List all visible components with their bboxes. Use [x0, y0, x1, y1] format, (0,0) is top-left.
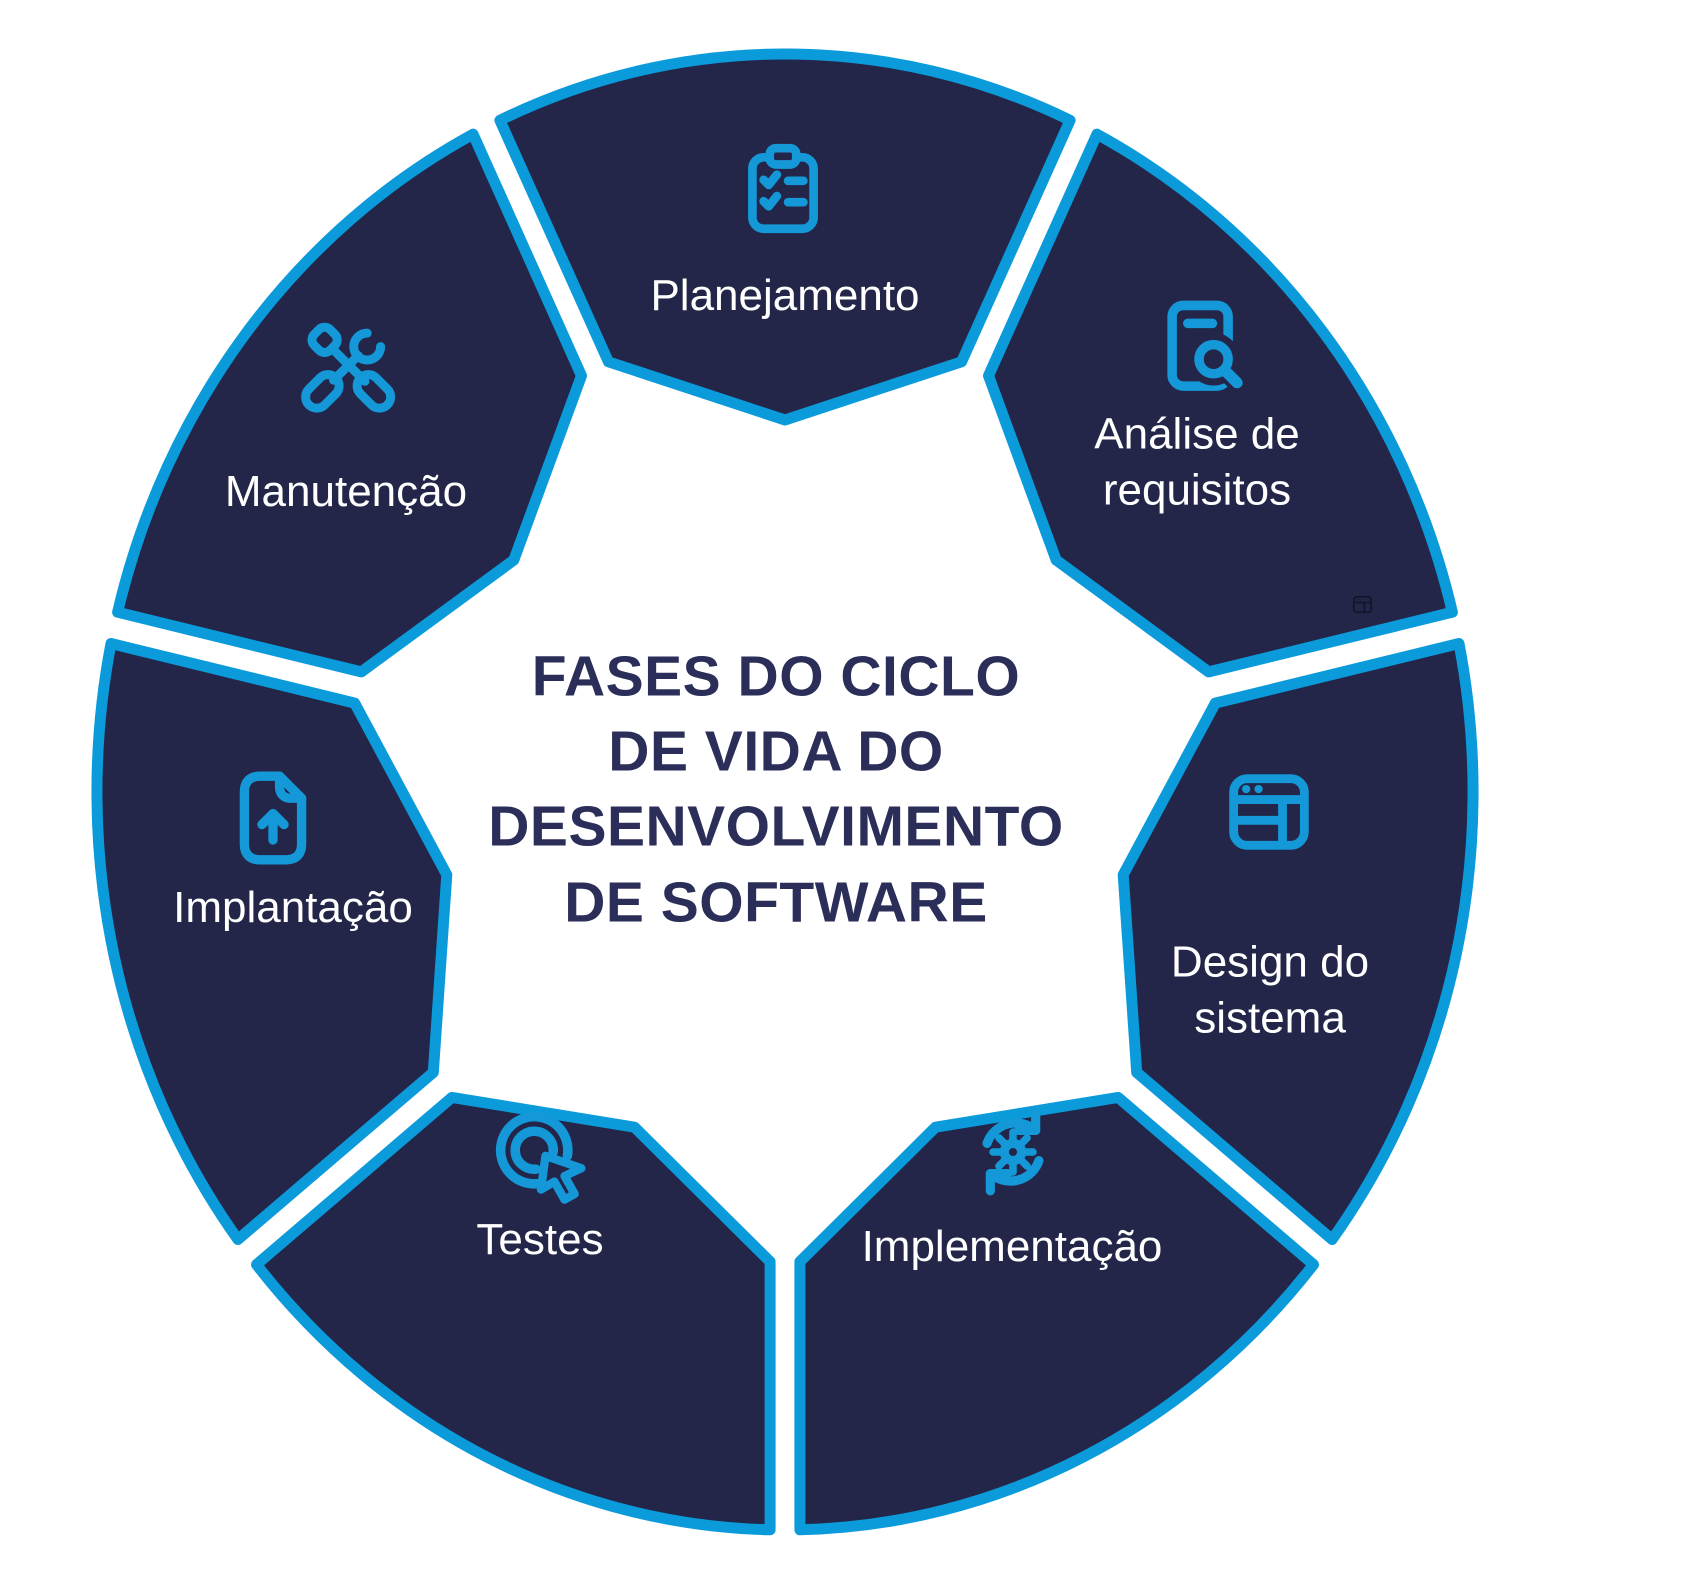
diagram-title-line-2: DE VIDA DO: [608, 719, 944, 784]
segment-label-planejamento: Planejamento: [650, 270, 920, 320]
segment-label-manutencao: Manutenção: [224, 466, 468, 516]
segment-analise-requisitos: [983, 128, 1458, 678]
segment-label-design-sistema: Design do sistema: [1170, 937, 1370, 1043]
click-cursor-icon: [485, 1101, 597, 1213]
browser-window-icon: [1217, 760, 1321, 864]
segment-label-implantacao: Implantação: [173, 882, 413, 932]
diagram-title-line-3: DESENVOLVIMENTO: [488, 795, 1064, 859]
segment-testes: [251, 1091, 776, 1536]
segment-manutencao: [112, 128, 587, 678]
segment-implementacao: [794, 1091, 1319, 1536]
segment-label-implementacao: Implementação: [861, 1221, 1163, 1271]
clipboard-checklist-icon: [732, 140, 834, 242]
gear-sync-icon: [959, 1098, 1067, 1206]
segment-label-testes: Testes: [476, 1214, 604, 1264]
document-search-icon: [1143, 292, 1255, 404]
segment-design-sistema: [1117, 638, 1479, 1245]
diagram-title-line-4: DE SOFTWARE: [564, 870, 988, 935]
segment-label-analise-requisitos: Análise de requisitos: [1094, 409, 1300, 515]
segment-planejamento: [494, 48, 1076, 426]
tools-icon: [291, 313, 403, 425]
diagram-title-line-1: FASES DO CICLO: [531, 644, 1021, 709]
segment-implantacao: [91, 638, 453, 1245]
diagram-title: FASES DO CICLO DE VIDA DO DESENVOLVIMENT…: [446, 640, 1106, 941]
document-upload-icon: [218, 763, 328, 873]
browser-window-mini-icon: [1352, 595, 1373, 614]
